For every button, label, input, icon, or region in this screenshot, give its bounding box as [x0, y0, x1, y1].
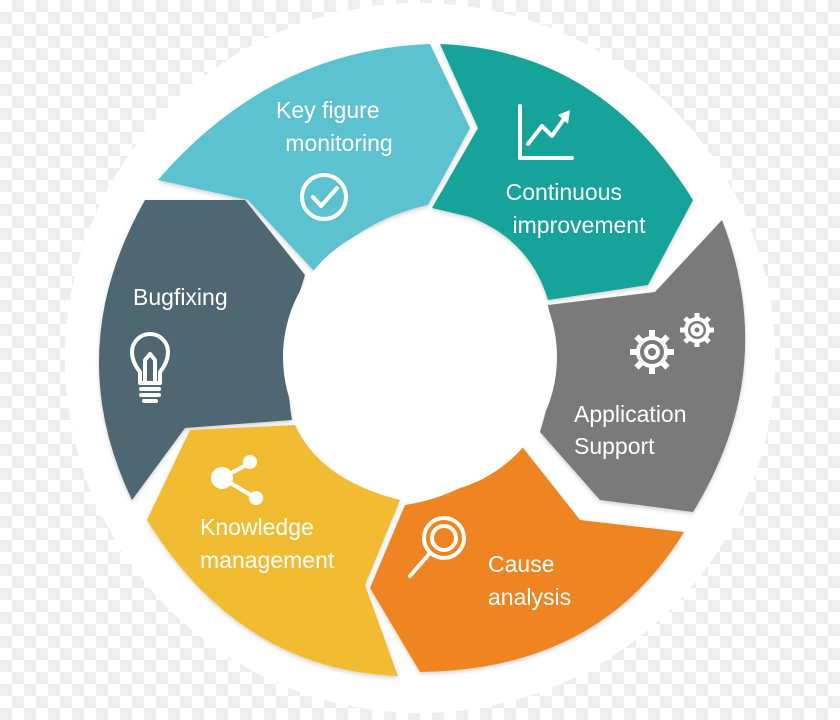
lightbulb-icon — [130, 332, 170, 403]
label-key-figure-monitoring: Key figure monitoring — [276, 97, 393, 156]
label-application-support: Application Support — [574, 401, 693, 459]
segment-continuous-improvement — [432, 44, 693, 300]
segment-key-figure-monitoring — [158, 44, 470, 272]
magnifier-icon — [408, 516, 466, 578]
label-bugfixing: Bugfixing — [133, 284, 228, 310]
segment-bugfixing — [98, 200, 305, 500]
center-hub — [283, 220, 557, 494]
label-cause-analysis: Cause analysis — [488, 551, 571, 610]
label-knowledge-management: Knowledge management — [200, 514, 335, 573]
trend-chart-icon — [518, 104, 574, 160]
segment-knowledge-management — [147, 425, 400, 676]
segments-group — [98, 44, 746, 676]
segment-cause-analysis — [370, 444, 684, 672]
checkmark-circle-icon — [300, 173, 348, 221]
share-icon — [211, 455, 263, 505]
segment-application-support — [540, 220, 746, 512]
gears-icon — [630, 313, 714, 374]
label-continuous-improvement: Continuous improvement — [506, 179, 646, 238]
